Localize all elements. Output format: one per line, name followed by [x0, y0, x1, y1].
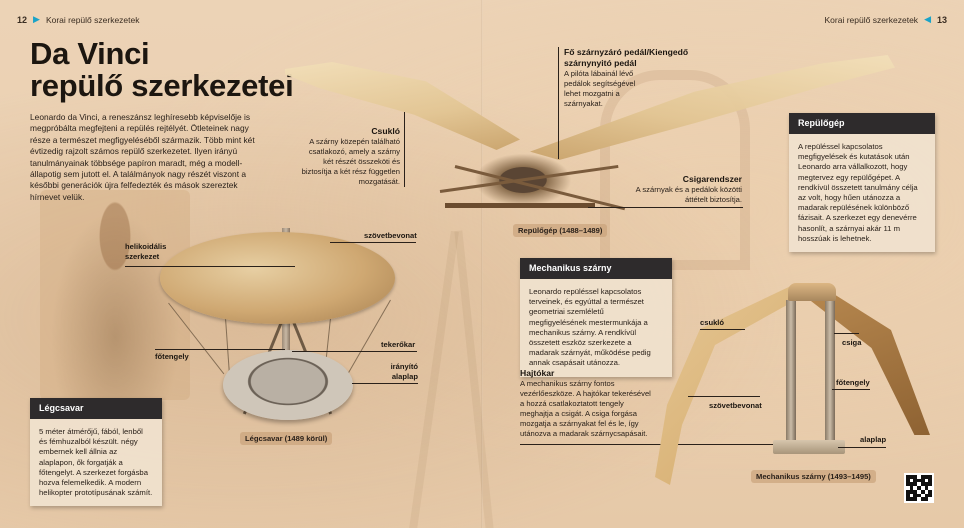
label-fabric: szövetbevonat — [709, 401, 762, 410]
leader-line — [520, 444, 790, 445]
page-fold — [481, 0, 483, 528]
callout-text: A szárny közepén található csatlakozó, a… — [301, 137, 400, 186]
background-window-arch — [600, 70, 750, 270]
mechanical-wing-post — [825, 300, 835, 445]
box-text: 5 méter átmérőjű, fából, lenből és fémhu… — [39, 427, 153, 498]
callout-title: Fő szárnyzáró pedál/Kiengedő szárnynyitó… — [564, 47, 689, 68]
mona-lisa-painting — [40, 190, 190, 400]
running-head-left: 12 ▶ Korai repülő szerkezetek — [17, 14, 139, 25]
callout-text: A szárnyak és a pedálok közötti áttételt… — [635, 185, 742, 204]
callout-csigarendszer: Csigarendszer A szárnyak és a pedálok kö… — [625, 174, 742, 205]
triangle-left-icon: ◀ — [924, 14, 931, 24]
label-main-shaft: főtengely — [155, 352, 189, 361]
label-main-shaft: főtengely — [836, 378, 870, 387]
callout-title: Csukló — [371, 126, 400, 136]
label-fabric: szövetbevonat — [364, 231, 417, 240]
callout-text: A pilóta lábainál lévő pedálok segítségé… — [564, 69, 636, 108]
flying-machine-base-beam — [445, 203, 595, 208]
box-title: Repülőgép — [789, 113, 935, 134]
leader-line — [688, 396, 760, 397]
air-screw-helix — [160, 232, 395, 324]
info-box-legcsavar: Légcsavar 5 méter átmérőjű, fából, lenbő… — [30, 398, 162, 507]
leader-line — [292, 351, 417, 352]
title-line-1: Da Vinci — [30, 36, 150, 71]
leader-line — [352, 383, 418, 384]
background-easel — [454, 230, 494, 528]
section-title: Korai repülő szerkezetek — [824, 14, 919, 25]
callout-title: Csigarendszer — [682, 174, 742, 184]
leader-line — [155, 349, 285, 350]
leader-line — [125, 266, 295, 267]
label-joint: csukló — [700, 318, 725, 327]
label-base: alaplap — [860, 435, 887, 444]
label-helical-structure: helikoidális szerkezet — [125, 242, 167, 261]
page-number: 13 — [936, 14, 947, 25]
caption-flying-machine: Repülőgép (1488–1489) — [513, 224, 608, 237]
leader-line — [330, 242, 416, 243]
caption-air-screw: Légcsavar (1489 körül) — [240, 432, 333, 445]
title-line-2: repülő szerkezetei — [30, 68, 294, 103]
mechanical-wing-base — [773, 440, 845, 454]
air-screw-base-platform — [223, 350, 353, 420]
callout-title: Hajtókar — [520, 368, 555, 378]
box-text: Leonardo repüléssel kapcsolatos terveine… — [529, 287, 651, 368]
info-box-repulogep: Repülőgép A repüléssel kapcsolatos megfi… — [789, 113, 935, 253]
box-title: Mechanikus szárny — [520, 258, 672, 279]
leader-line — [558, 47, 559, 159]
leader-line — [404, 112, 405, 187]
leader-line — [838, 447, 886, 448]
box-text: A repüléssel kapcsolatos megfigyelések é… — [798, 142, 918, 243]
label-control-base: irányító alaplap — [390, 362, 418, 381]
page-title: Da Vinci repülő szerkezetei — [30, 36, 294, 103]
info-box-mechanikus-szarny: Mechanikus szárny Leonardo repüléssel ka… — [520, 258, 672, 377]
running-head-right: Korai repülő szerkezetek ◀ 13 — [825, 14, 947, 25]
mechanical-wing-left-wing — [655, 285, 805, 485]
label-pulley: csiga — [842, 338, 862, 347]
page-number: 12 — [17, 14, 28, 25]
callout-hajtokar: Hajtókar A mechanikus szárny fontos vezé… — [520, 368, 655, 439]
leader-line — [588, 207, 743, 208]
label-crank: tekerőkar — [381, 340, 416, 349]
section-title: Korai repülő szerkezetek — [45, 14, 140, 25]
qr-code-icon[interactable] — [904, 473, 934, 503]
leader-line — [832, 389, 870, 390]
leader-line — [700, 329, 745, 330]
triangle-right-icon: ▶ — [33, 14, 40, 24]
mechanical-wing-top-joint — [788, 283, 836, 301]
box-title: Légcsavar — [30, 398, 162, 419]
intro-paragraph: Leonardo da Vinci, a reneszánsz leghíres… — [30, 112, 255, 202]
mechanical-wing-post — [786, 300, 796, 445]
callout-pedal: Fő szárnyzáró pedál/Kiengedő szárnynyitó… — [564, 47, 704, 109]
callout-csuklo: Csukló A szárny közepén található csatla… — [300, 126, 400, 187]
mechanical-wing-right-wing — [800, 285, 930, 435]
leader-line — [834, 333, 859, 334]
callout-text: A mechanikus szárny fontos vezérlőeszköz… — [520, 379, 651, 438]
caption-mechanical-wing: Mechanikus szárny (1493–1495) — [751, 470, 876, 483]
